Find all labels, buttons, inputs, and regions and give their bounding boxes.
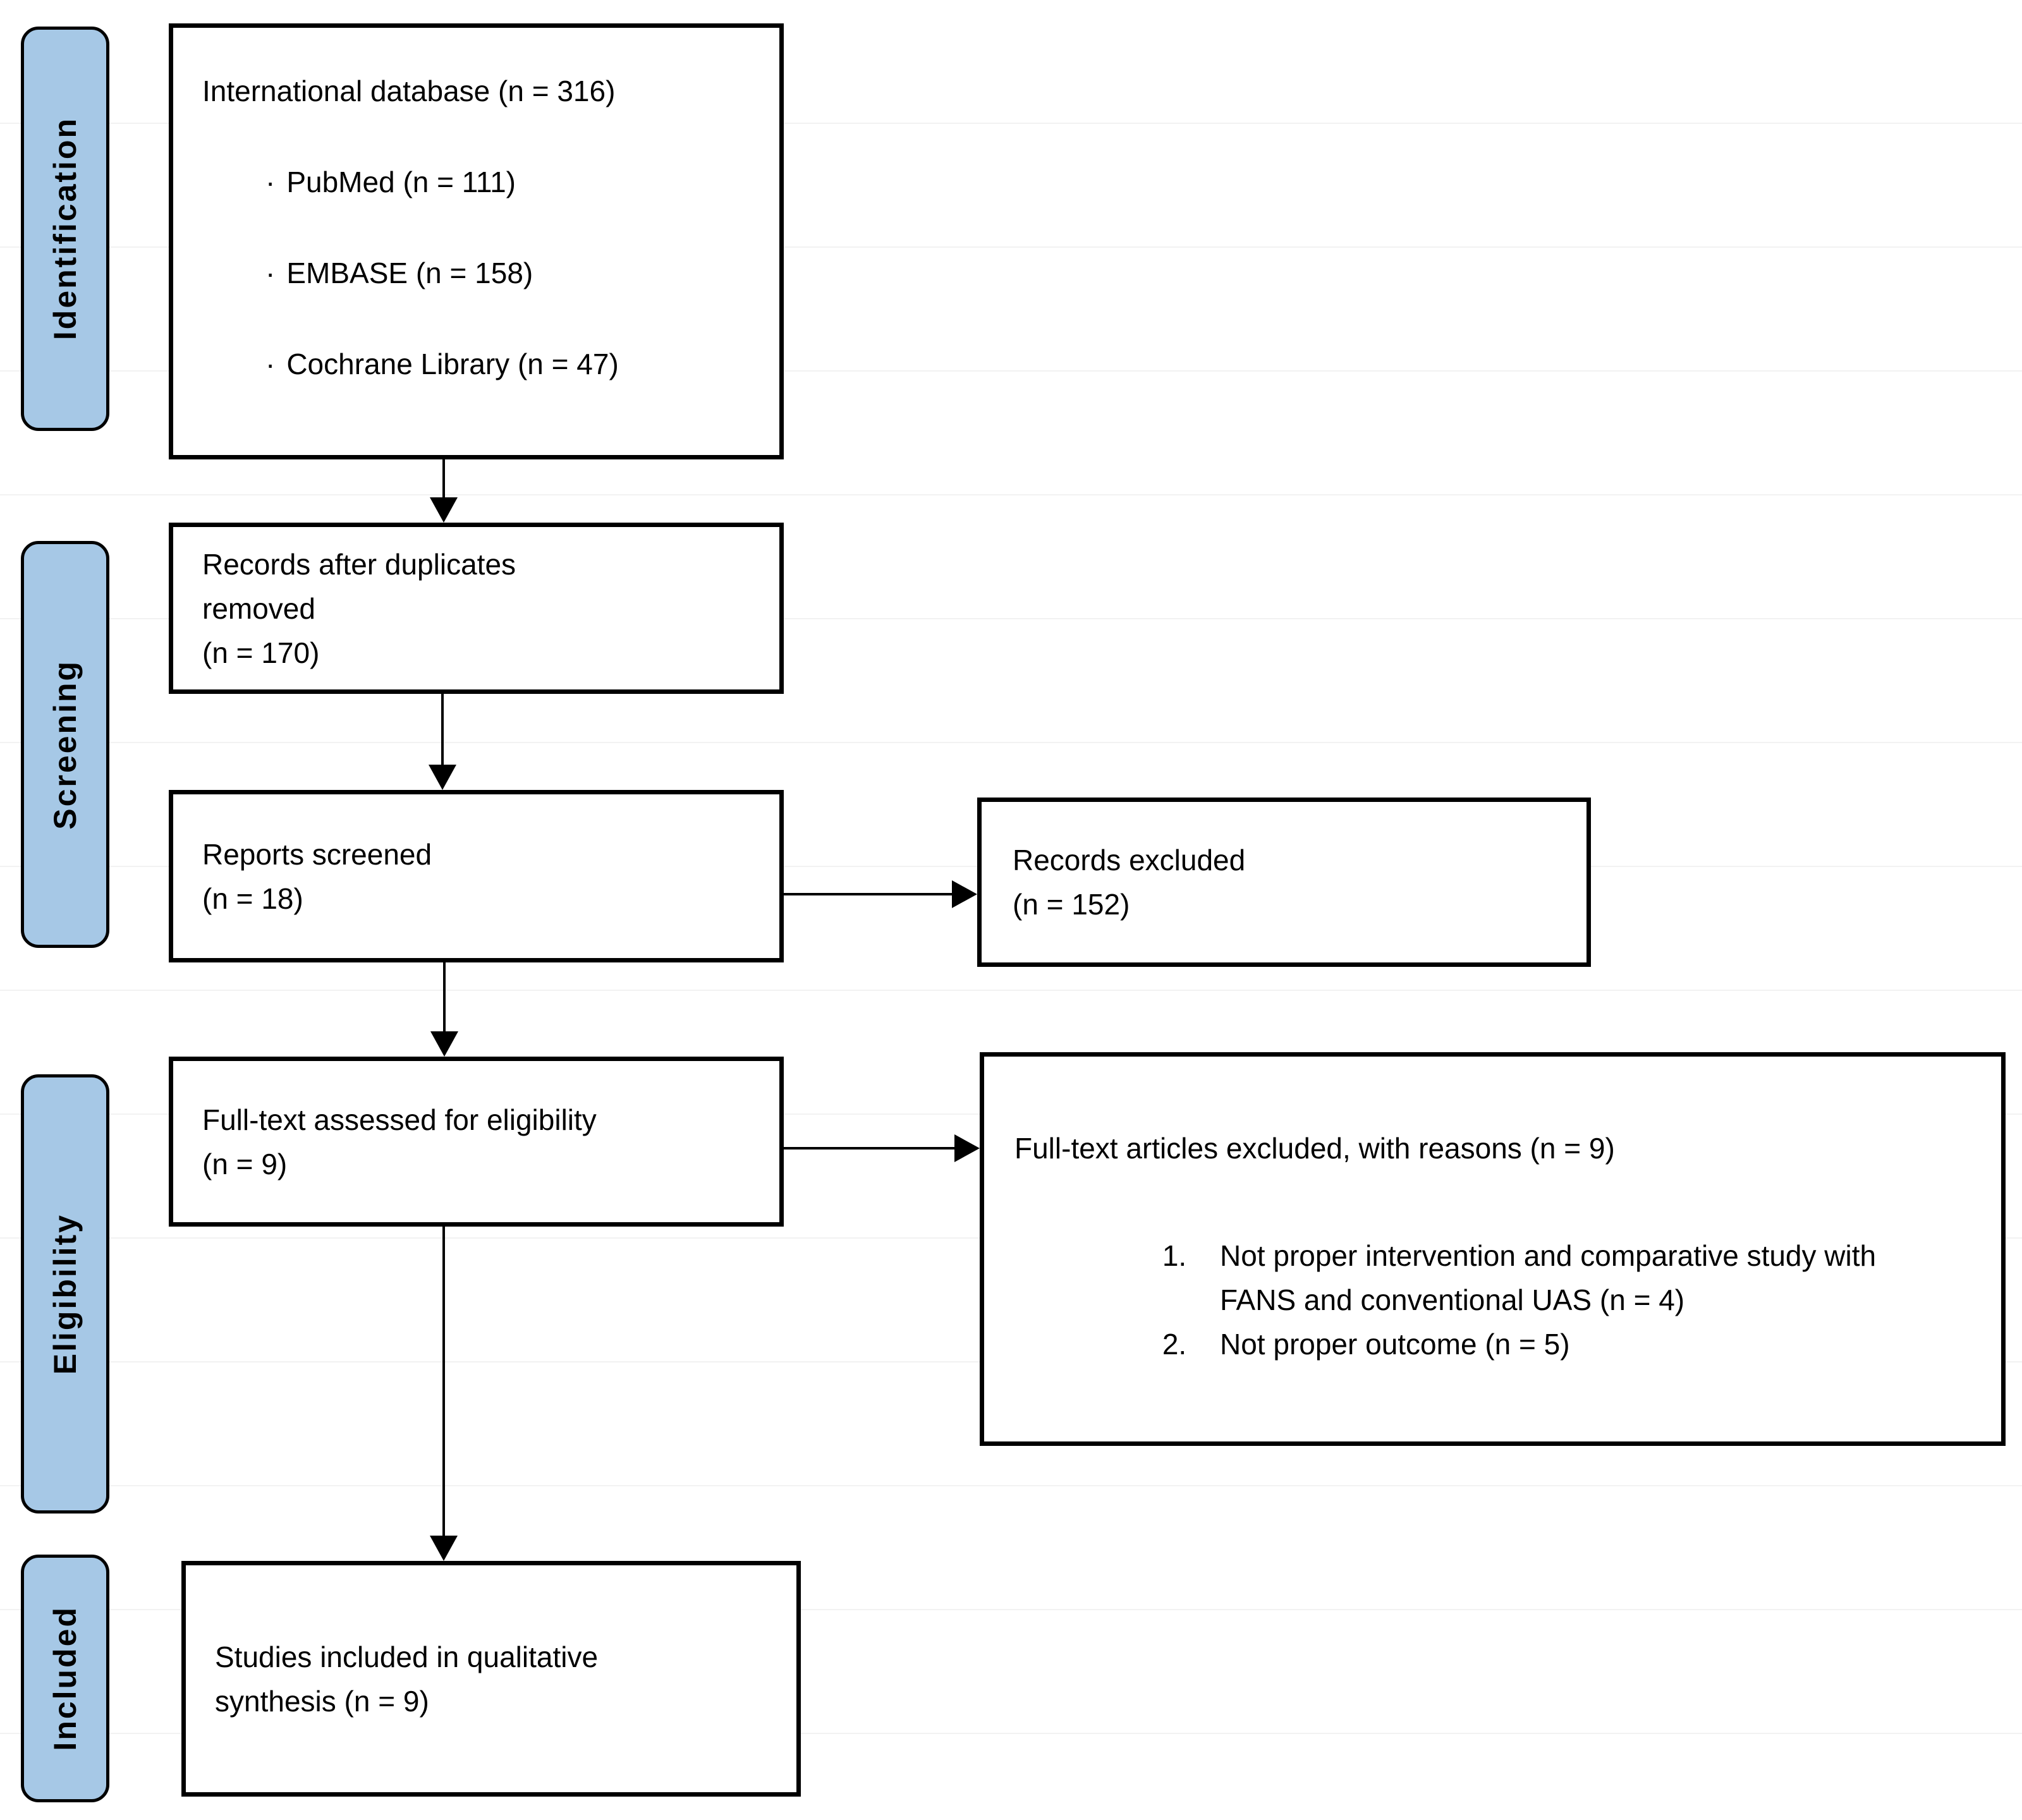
box-fulltext-excluded: Full-text articles excluded, with reason… (980, 1052, 2006, 1446)
bullet-icon: · (265, 348, 276, 380)
fulltext-excluded-reason-1: Not proper intervention and comparative … (1195, 1234, 1906, 1322)
arrow-shaft (442, 1227, 445, 1539)
fulltext-assessed-line1: Full-text assessed for eligibility (202, 1103, 597, 1136)
fulltext-assessed-count: (n = 9) (202, 1147, 288, 1180)
duplicates-removed-line2: removed (202, 592, 315, 625)
bullet-icon: · (265, 166, 276, 198)
arrow-identification-to-duplicates (430, 459, 458, 523)
stage-tab-eligibility: Eligibility (21, 1074, 109, 1514)
bullet-icon: · (265, 257, 276, 289)
arrowhead-right-icon (954, 1134, 980, 1162)
sources-title: International database (n = 316) (202, 75, 616, 107)
arrow-fulltext-to-included (430, 1227, 458, 1561)
stage-label-screening: Screening (47, 659, 83, 830)
source-item-cochrane: · Cochrane Library (n = 47) (202, 342, 754, 386)
arrowhead-down-icon (430, 1536, 458, 1561)
stage-tab-included: Included (21, 1555, 109, 1802)
fulltext-excluded-title: Full-text articles excluded, with reason… (1014, 1132, 1615, 1165)
stage-label-eligibility: Eligibility (47, 1213, 83, 1375)
arrow-screened-to-excluded (784, 880, 977, 908)
box-reports-screened: Reports screened (n = 18) (169, 790, 784, 962)
reports-screened-count: (n = 18) (202, 882, 303, 915)
arrowhead-down-icon (430, 497, 458, 523)
arrowhead-right-icon (952, 880, 977, 908)
reports-screened-line1: Reports screened (202, 837, 432, 871)
arrowhead-down-icon (429, 765, 456, 790)
source-item-embase: · EMBASE (n = 158) (202, 251, 754, 295)
duplicates-removed-line1: Records after duplicates (202, 547, 516, 581)
fulltext-excluded-reason-2: Not proper outcome (n = 5) (1195, 1322, 1906, 1366)
records-excluded-line1: Records excluded (1013, 844, 1246, 877)
stage-tab-screening: Screening (21, 541, 109, 948)
box-studies-included: Studies included in qualitative synthesi… (181, 1561, 801, 1797)
studies-included-line1: Studies included in qualitative (215, 1640, 599, 1673)
arrow-shaft (441, 694, 444, 768)
stage-label-identification: Identification (47, 117, 83, 341)
source-item-pubmed: · PubMed (n = 111) (202, 160, 754, 204)
studies-included-line2: synthesis (n = 9) (215, 1684, 429, 1718)
box-records-excluded: Records excluded (n = 152) (977, 798, 1591, 967)
stage-label-included: Included (47, 1606, 83, 1751)
arrow-shaft (784, 1147, 957, 1150)
fulltext-excluded-reason-list: Not proper intervention and comparative … (1014, 1234, 1976, 1366)
arrow-duplicates-to-screened (429, 694, 456, 790)
arrow-screened-to-fulltext (430, 962, 458, 1057)
box-fulltext-assessed: Full-text assessed for eligibility (n = … (169, 1057, 784, 1227)
duplicates-removed-count: (n = 170) (202, 636, 320, 669)
box-duplicates-removed: Records after duplicates removed (n = 17… (169, 523, 784, 694)
source-item-cochrane-label: Cochrane Library (n = 47) (286, 348, 619, 380)
arrowhead-down-icon (430, 1031, 458, 1057)
arrow-shaft (443, 962, 446, 1034)
box-identification-sources: International database (n = 316) · PubMed… (169, 23, 784, 459)
arrow-shaft (442, 459, 445, 500)
arrow-fulltext-to-excluded (784, 1134, 980, 1162)
arrow-shaft (784, 893, 954, 895)
source-item-embase-label: EMBASE (n = 158) (286, 257, 533, 289)
records-excluded-count: (n = 152) (1013, 888, 1130, 921)
source-item-pubmed-label: PubMed (n = 111) (286, 166, 516, 198)
stage-tab-identification: Identification (21, 27, 109, 431)
